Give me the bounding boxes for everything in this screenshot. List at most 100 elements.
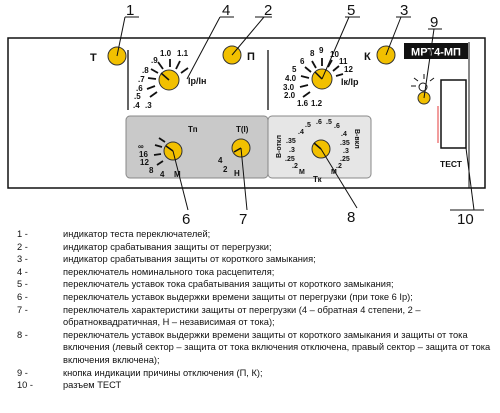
legend-text: индикатор срабатывания защиты от перегру…	[63, 241, 272, 252]
ip-scale-4: .4	[133, 101, 140, 110]
knob-ticks	[153, 137, 166, 166]
legend-item: 8 - переключатель уставок выдержки време…	[17, 329, 497, 367]
legend-item: 5 - переключатель уставок тока срабатыва…	[17, 278, 497, 291]
ip-scale-11: 1.1	[177, 49, 189, 58]
legend-item: 1 - индикатор теста переключателей;	[17, 228, 497, 241]
indicator-t-label: Т	[90, 52, 97, 64]
callout-line-8	[320, 148, 358, 209]
tk-right-scale-25: .25	[340, 156, 350, 163]
callouts	[116, 16, 484, 211]
bulb-icon	[418, 82, 428, 92]
tp-knob-label: Тп	[188, 125, 198, 134]
ik-scale-8: 8	[310, 49, 315, 58]
ik-scale-20: 2.0	[284, 91, 296, 100]
legend-number: 1 -	[17, 229, 28, 239]
tk-left-scale-35: .35	[286, 138, 296, 145]
legend-item: 3 - индикатор срабатывания защиты от кор…	[17, 253, 497, 266]
callout-line-9	[423, 28, 435, 99]
test-label: ТЕСТ	[440, 159, 463, 169]
legend-item: 4 - переключатель номинального тока расц…	[17, 266, 497, 279]
legend-item: 6 - переключатель уставок выдержки време…	[17, 291, 497, 304]
ti-scale-2: 2	[223, 165, 228, 174]
legend-text: переключатель уставок выдержки времени з…	[63, 291, 413, 302]
legend-number: 3 -	[17, 254, 28, 265]
tk-right-scale-6: .6	[334, 123, 340, 130]
callout-5: 5	[347, 2, 355, 19]
light-rays-icon	[411, 74, 435, 87]
legend-text: разъем ТЕСТ	[63, 380, 122, 391]
model-label: МРТ4-МП	[411, 47, 461, 59]
knob-ticks	[299, 58, 344, 98]
legend-number: 7 -	[17, 304, 28, 315]
indicator-k-label: К	[364, 51, 371, 63]
callout-line-10	[465, 147, 475, 211]
knob-pointer	[233, 147, 242, 153]
ti-knob-label: Т(I)	[236, 125, 249, 134]
callout-8: 8	[347, 209, 355, 226]
tk-left-scale-4: .4	[298, 129, 304, 136]
callout-line-3	[385, 16, 402, 56]
legend: 1 - индикатор теста переключателей; 2 - …	[17, 228, 497, 392]
legend-number: 8 -	[17, 329, 28, 340]
knob-pointer	[160, 72, 170, 81]
ik-knob-label: Iк/Iр	[341, 77, 359, 87]
ik-scale-40: 4.0	[285, 74, 297, 83]
tk-left-scale-6: .6	[316, 119, 322, 126]
tk-left-sector-label: В-откл	[276, 135, 283, 158]
ik-scale-9: 9	[319, 46, 324, 55]
tk-right-sector-label: В-вкл	[353, 129, 360, 149]
callout-7: 7	[239, 211, 247, 226]
legend-item: 9 - кнопка индикации причины отключения …	[17, 367, 497, 380]
tk-right-scale-5: .5	[326, 119, 332, 126]
legend-text: индикатор теста переключателей;	[63, 229, 211, 239]
rated-current-knob[interactable]: .4 .5 .6 .7 .8 .9 1.0 1.1 .3 Iр/Iн	[133, 49, 206, 110]
ik-scale-6: 6	[300, 57, 305, 66]
tk-right-scale-4: .4	[341, 131, 347, 138]
tk-right-scale-35: .35	[340, 140, 350, 147]
ik-scale-5: 5	[292, 65, 297, 74]
tk-right-scale-2: .2	[336, 163, 342, 170]
callout-4: 4	[222, 2, 230, 19]
knob-ticks	[146, 59, 189, 98]
legend-text: переключатель уставок тока срабатывания …	[63, 279, 394, 290]
test-socket-outline[interactable]	[440, 79, 467, 149]
ik-scale-1-2: 1.2	[311, 99, 323, 108]
tk-left-scale-25: .25	[285, 156, 295, 163]
short-circuit-current-knob[interactable]: 1.6 2.0 3.0 4.0 5 6 8 9 10 11 12 1.2 Iк/…	[283, 46, 359, 108]
short-circuit-delay-knob[interactable]: В-откл В-вкл .6 .5 .4 .35 .3 .25 .2 М .5…	[276, 119, 360, 184]
ik-scale-30: 3.0	[283, 83, 295, 92]
tk-right-scale-m: М	[331, 169, 337, 176]
tp-scale-12: 12	[140, 158, 149, 167]
callout-1: 1	[126, 2, 134, 19]
ip-scale-6: .6	[136, 84, 143, 93]
tk-right-scale-3: .3	[343, 148, 349, 155]
legend-text: переключатель номинального тока расцепит…	[63, 266, 275, 277]
tk-left-scale-2: .2	[292, 163, 298, 170]
tp-scale-8: 8	[149, 166, 154, 175]
indicator-p-label: П	[247, 51, 255, 63]
ip-scale-8: .8	[142, 66, 149, 75]
legend-text: индикатор срабатывания защиты от коротко…	[63, 254, 316, 265]
ip-scale-9: .9	[151, 56, 158, 65]
knob-pointer	[165, 145, 174, 152]
legend-item: 2 - индикатор срабатывания защиты от пер…	[17, 241, 497, 254]
ip-scale-10: 1.0	[160, 49, 172, 58]
callout-line-7	[240, 147, 248, 211]
legend-number: 5 -	[17, 279, 28, 290]
callout-9: 9	[430, 14, 438, 31]
tp-scale-4: 4	[160, 170, 165, 179]
callout-line-4	[186, 16, 221, 80]
knob-pointer	[313, 142, 322, 150]
ik-scale-12: 12	[344, 65, 353, 74]
tp-scale-inf: ∞	[138, 142, 144, 151]
test-socket[interactable]: ТЕСТ	[437, 79, 467, 169]
legend-number: 2 -	[17, 241, 28, 252]
callout-line-2	[231, 16, 265, 56]
ik-scale-16: 1.6	[297, 99, 309, 108]
callout-line-5	[321, 16, 350, 80]
callout-line-6	[172, 150, 189, 211]
ip-scale-3: .3	[145, 101, 152, 110]
tk-left-scale-3: .3	[289, 147, 295, 154]
callout-3: 3	[400, 2, 408, 19]
ti-scale-4: 4	[218, 156, 223, 165]
